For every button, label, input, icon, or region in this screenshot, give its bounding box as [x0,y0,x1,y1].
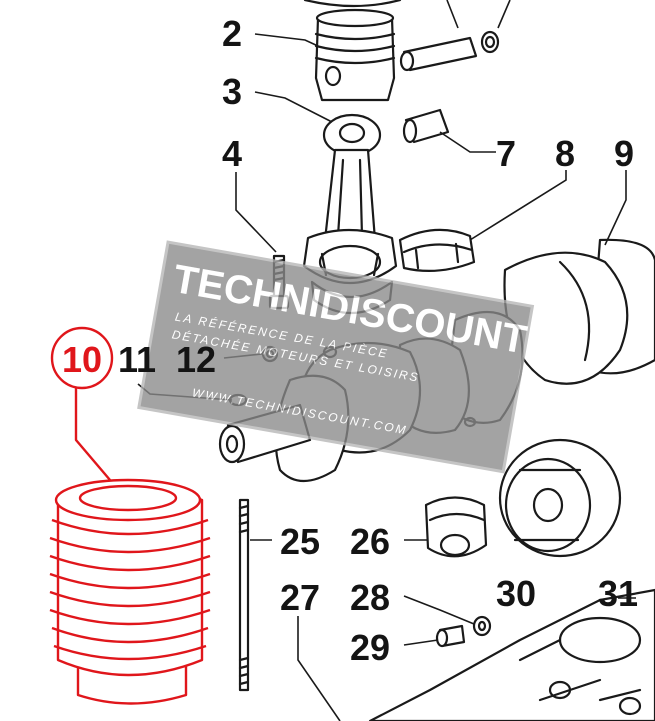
washer-screw-part [435,615,492,648]
bearing-shell-part [398,228,476,272]
small-end-bushing-part [402,108,450,144]
callout-9: 9 [614,133,634,174]
piston-pin-part [399,0,511,72]
callout-26: 26 [350,521,390,562]
callout-29: 29 [350,627,390,668]
callout-10: 10 [62,339,102,380]
callout-7: 7 [496,133,516,174]
callout-2: 2 [222,13,242,54]
callout-labels: 2 3 4 7 8 9 10 11 12 25 26 27 28 29 30 3… [62,13,638,668]
callout-3: 3 [222,71,242,112]
crankcase-part [368,588,655,721]
callout-12: 12 [176,339,216,380]
stud-part [238,498,250,692]
callout-31: 31 [598,573,638,614]
cylinder-part-highlighted [49,326,211,705]
callout-8: 8 [555,133,575,174]
callout-28: 28 [350,577,390,618]
callout-11: 11 [118,339,156,380]
callout-4: 4 [222,133,242,174]
callout-27: 27 [280,577,320,618]
watermark-badge [137,240,535,474]
piston-part [303,0,402,102]
leader-lines [137,33,636,721]
callout-30: 30 [496,573,536,614]
counterweight-part [498,438,622,558]
callout-25: 25 [280,521,320,562]
main-bearing-shell-part [424,496,488,558]
